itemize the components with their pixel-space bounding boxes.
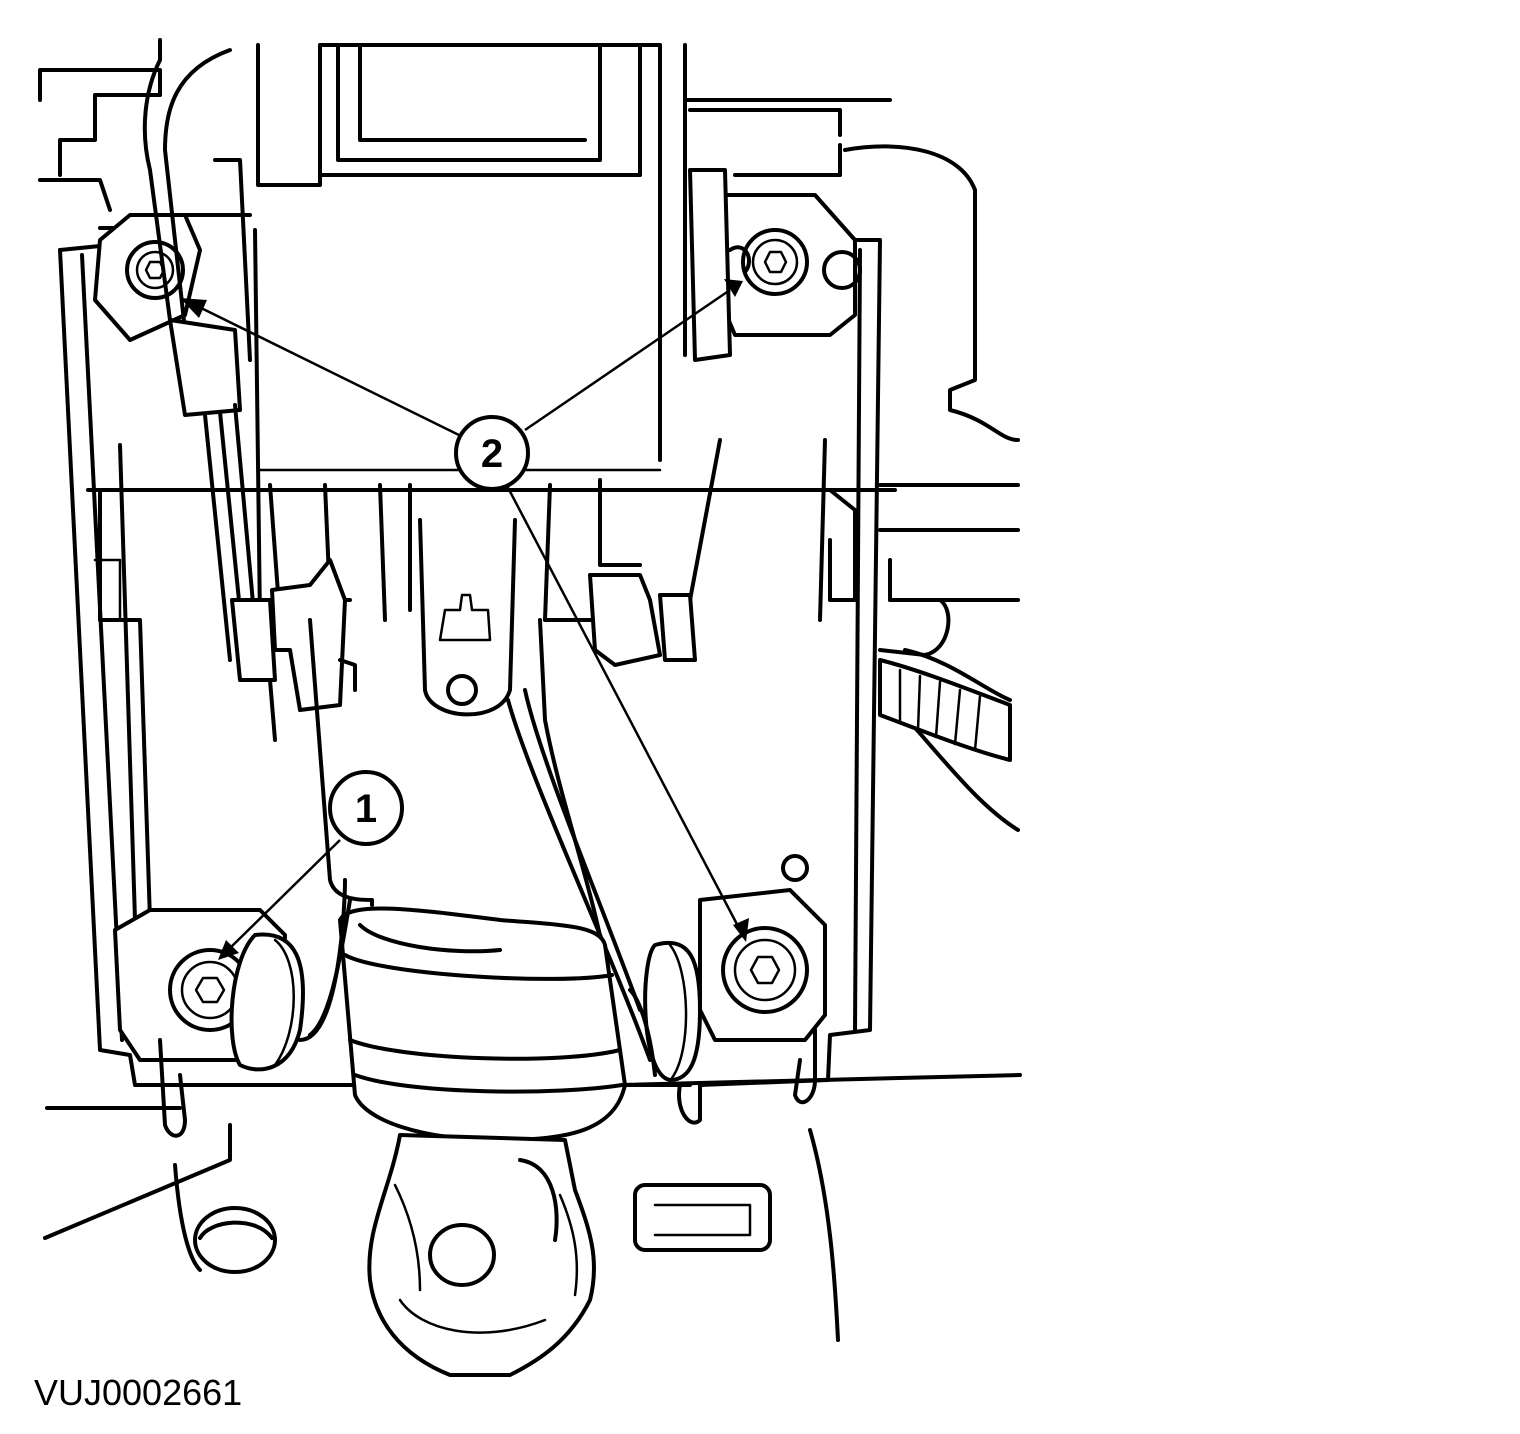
wiring-harness-left [142, 38, 277, 742]
leader-2-upper-right [524, 288, 731, 432]
universal-joint [367, 1133, 597, 1377]
callout-2-label: 2 [481, 432, 503, 476]
arrowhead-1-lower-left [218, 940, 239, 960]
panel-grommet [193, 1206, 277, 1274]
leader-1-lower-left [227, 839, 341, 951]
bracket-upper-right [718, 193, 862, 337]
arrowhead-2-upper-right [724, 279, 743, 297]
panel-slot [633, 1183, 772, 1252]
lower-column-shaft [308, 618, 652, 1062]
callout-2-leaders [180, 279, 749, 942]
arrowhead-2-lower-right [733, 918, 749, 942]
isolator-lower-right [628, 940, 702, 1082]
arrowhead-2-upper-left [180, 298, 207, 318]
upper-column-tube [256, 43, 687, 462]
isolator-lower-left [229, 878, 352, 1072]
callout-1-circle [328, 770, 404, 846]
callout-2-circle [454, 415, 530, 491]
callout-1-leaders [218, 839, 341, 960]
leader-2-upper-left [194, 303, 466, 440]
harness-clip-upper-right [688, 143, 842, 362]
wiring-harness-right [878, 658, 1012, 762]
callout-2: 2 [454, 415, 530, 491]
bracket-lower-right [677, 854, 827, 1125]
connector-left [270, 558, 357, 712]
central-tab [418, 518, 517, 717]
figure-reference-code: VUJ0002661 [34, 1372, 243, 1413]
leader-2-lower-right [503, 481, 742, 931]
connector-right [588, 573, 697, 667]
callout-1-label: 1 [355, 787, 377, 831]
column-cylinder [338, 906, 627, 1142]
callout-1: 1 [328, 770, 404, 846]
